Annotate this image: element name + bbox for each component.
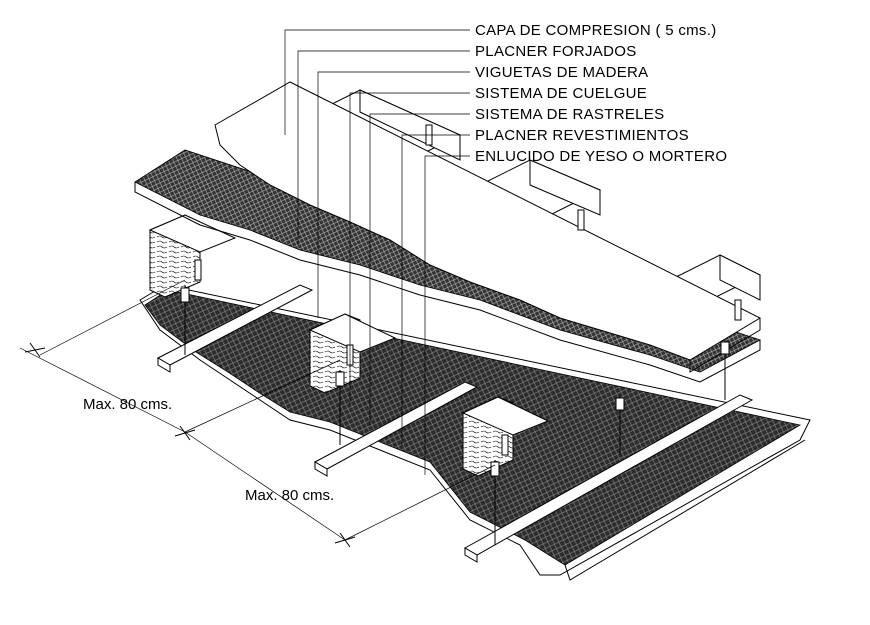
label-placner-revestimientos: PLACNER REVESTIMIENTOS	[475, 127, 689, 144]
batten-rastreles	[156, 284, 754, 563]
label-sistema-rastreles: SISTEMA DE RASTRELES	[475, 106, 664, 123]
dimension-lines	[19, 279, 496, 548]
label-enlucido: ENLUCIDO DE YESO O MORTERO	[475, 148, 727, 165]
label-sistema-cuelgue: SISTEMA DE CUELGUE	[475, 85, 647, 102]
leader-lines	[284, 29, 470, 475]
dimension-label-2: Max. 80 cms.	[245, 487, 334, 504]
label-capa-compresion: CAPA DE COMPRESION ( 5 cms.)	[475, 22, 717, 39]
label-viguetas-madera: VIGUETAS DE MADERA	[475, 64, 648, 81]
label-placner-forjados: PLACNER FORJADOS	[475, 43, 637, 60]
dimension-label-1: Max. 80 cms.	[83, 396, 172, 413]
